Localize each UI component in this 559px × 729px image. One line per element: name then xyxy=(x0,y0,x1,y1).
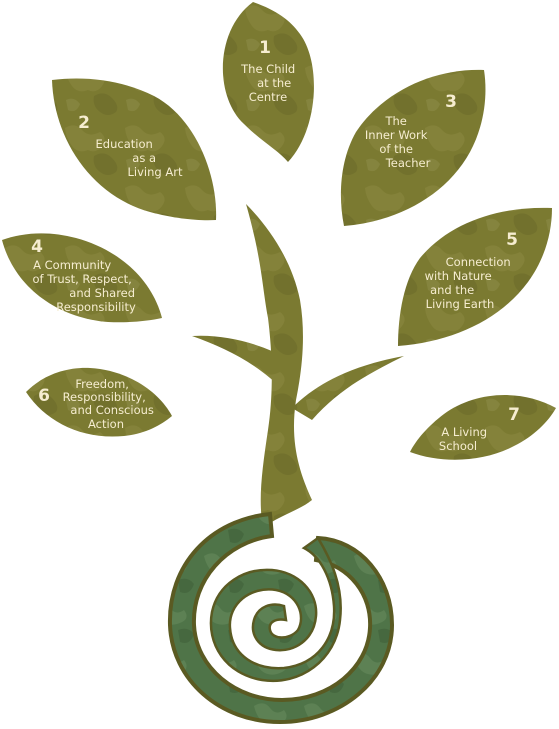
leaf-6-label: Freedom, Responsibility, and Conscious A… xyxy=(63,377,158,431)
leaf-1-shape xyxy=(222,2,314,162)
leaf-5-line-2: with Nature xyxy=(425,269,492,283)
leaf-4-line-1: A Community xyxy=(33,258,111,272)
leaf-6-shape xyxy=(26,367,172,437)
leaf-4-shape xyxy=(2,233,162,323)
tree-trunk xyxy=(192,204,404,528)
leaf-6-number: 6 xyxy=(38,386,50,406)
leaf-3-number: 3 xyxy=(445,92,457,112)
leaf-7: 7 A Living School xyxy=(410,395,556,460)
leaf-1-line-1: The Child xyxy=(240,62,295,76)
leaf-3: 3 The Inner Work of the Teacher xyxy=(340,69,486,226)
leaf-4-line-2: of Trust, Respect, xyxy=(33,272,132,286)
leaf-5-shape xyxy=(398,207,552,346)
leaf-7-number: 7 xyxy=(508,405,520,425)
root-spiral xyxy=(167,511,395,725)
leaf-3-label: The Inner Work of the Teacher xyxy=(365,114,431,170)
leaf-3-line-2: Inner Work xyxy=(365,128,428,142)
leaf-1-number: 1 xyxy=(259,38,271,58)
leaf-6-line-3: and Conscious xyxy=(70,403,153,417)
leaf-2-label: Education as a Living Art xyxy=(96,137,183,179)
leaf-2-line-1: Education xyxy=(96,137,153,151)
leaf-4-number: 4 xyxy=(31,237,43,257)
leaf-2-shape xyxy=(52,78,217,221)
leaf-7-label: A Living School xyxy=(439,425,491,453)
leaf-4-line-3: and Shared xyxy=(69,286,135,300)
spiral-inner-band xyxy=(209,536,342,683)
leaf-5-label: Connection with Nature and the Living Ea… xyxy=(425,255,515,311)
leaf-1-line-2: at the xyxy=(257,76,291,90)
spiral-outer-band xyxy=(167,511,395,725)
leaf-5: 5 Connection with Nature and the Living … xyxy=(398,207,552,346)
left-branch xyxy=(192,335,290,388)
leaf-5-line-4: Living Earth xyxy=(426,297,495,311)
leaf-2: 2 Education as a Living Art xyxy=(52,78,217,221)
leaf-1: 1 The Child at the Centre xyxy=(222,2,314,162)
leaf-1-label: The Child at the Centre xyxy=(240,62,299,104)
leaf-1-line-3: Centre xyxy=(249,90,287,104)
leaf-3-line-1: The xyxy=(384,114,406,128)
leaf-3-line-4: Teacher xyxy=(385,156,431,170)
leaf-6: 6 Freedom, Responsibility, and Conscious… xyxy=(26,367,172,437)
leaf-7-line-1: A Living xyxy=(441,425,487,439)
leaf-7-line-2: School xyxy=(439,439,477,453)
leaf-4-line-4: Responsibility xyxy=(56,300,136,314)
leaf-6-line-2: Responsibility, xyxy=(63,390,146,404)
leaf-2-number: 2 xyxy=(78,113,90,133)
leaf-5-line-1: Connection xyxy=(446,255,511,269)
leaf-3-shape xyxy=(340,69,486,226)
leaf-3-line-3: of the xyxy=(379,142,413,156)
right-branch xyxy=(292,356,404,420)
leaf-2-line-3: Living Art xyxy=(128,165,183,179)
leaf-7-shape xyxy=(410,395,556,460)
leaf-5-line-3: and the xyxy=(430,283,474,297)
leaf-4-label: A Community of Trust, Respect, and Share… xyxy=(33,258,139,314)
leaf-4: 4 A Community of Trust, Respect, and Sha… xyxy=(2,233,162,323)
leaf-2-line-2: as a xyxy=(132,151,156,165)
leaf-6-line-4: Action xyxy=(88,417,124,431)
leaf-6-line-1: Freedom, xyxy=(75,377,129,391)
leaf-5-number: 5 xyxy=(506,230,518,250)
